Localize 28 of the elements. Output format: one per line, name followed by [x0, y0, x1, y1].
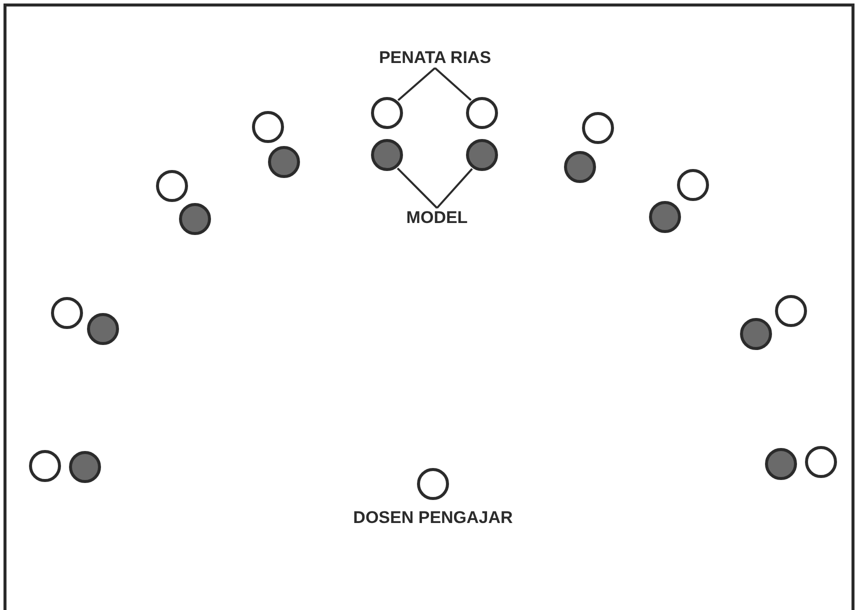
leader-line — [398, 67, 436, 101]
seat-circle — [775, 295, 807, 327]
group-label: PENATA RIAS — [378, 48, 492, 68]
seat-circle — [179, 203, 211, 235]
seat-circle — [87, 313, 119, 345]
seat-circle — [740, 318, 772, 350]
seat-caption: DOSEN PENGAJAR — [353, 508, 513, 528]
seat-circle — [805, 446, 837, 478]
group-label: MODEL — [406, 208, 468, 228]
seat-circle — [564, 151, 596, 183]
seat-circle — [371, 139, 403, 171]
seat-circle — [466, 97, 498, 129]
seat-circle — [252, 111, 284, 143]
seat-circle — [677, 169, 709, 201]
seat-circle — [51, 297, 83, 329]
seat-circle — [29, 450, 61, 482]
leader-line — [436, 168, 473, 209]
seat-circle — [268, 146, 300, 178]
seat-circle — [417, 468, 449, 500]
leader-line — [434, 67, 472, 101]
seat-circle — [765, 448, 797, 480]
seat-circle — [582, 112, 614, 144]
seat-circle — [69, 451, 101, 483]
seat-circle — [371, 97, 403, 129]
leader-line — [396, 168, 438, 209]
seat-circle — [466, 139, 498, 171]
seat-circle — [649, 201, 681, 233]
seat-circle — [156, 170, 188, 202]
